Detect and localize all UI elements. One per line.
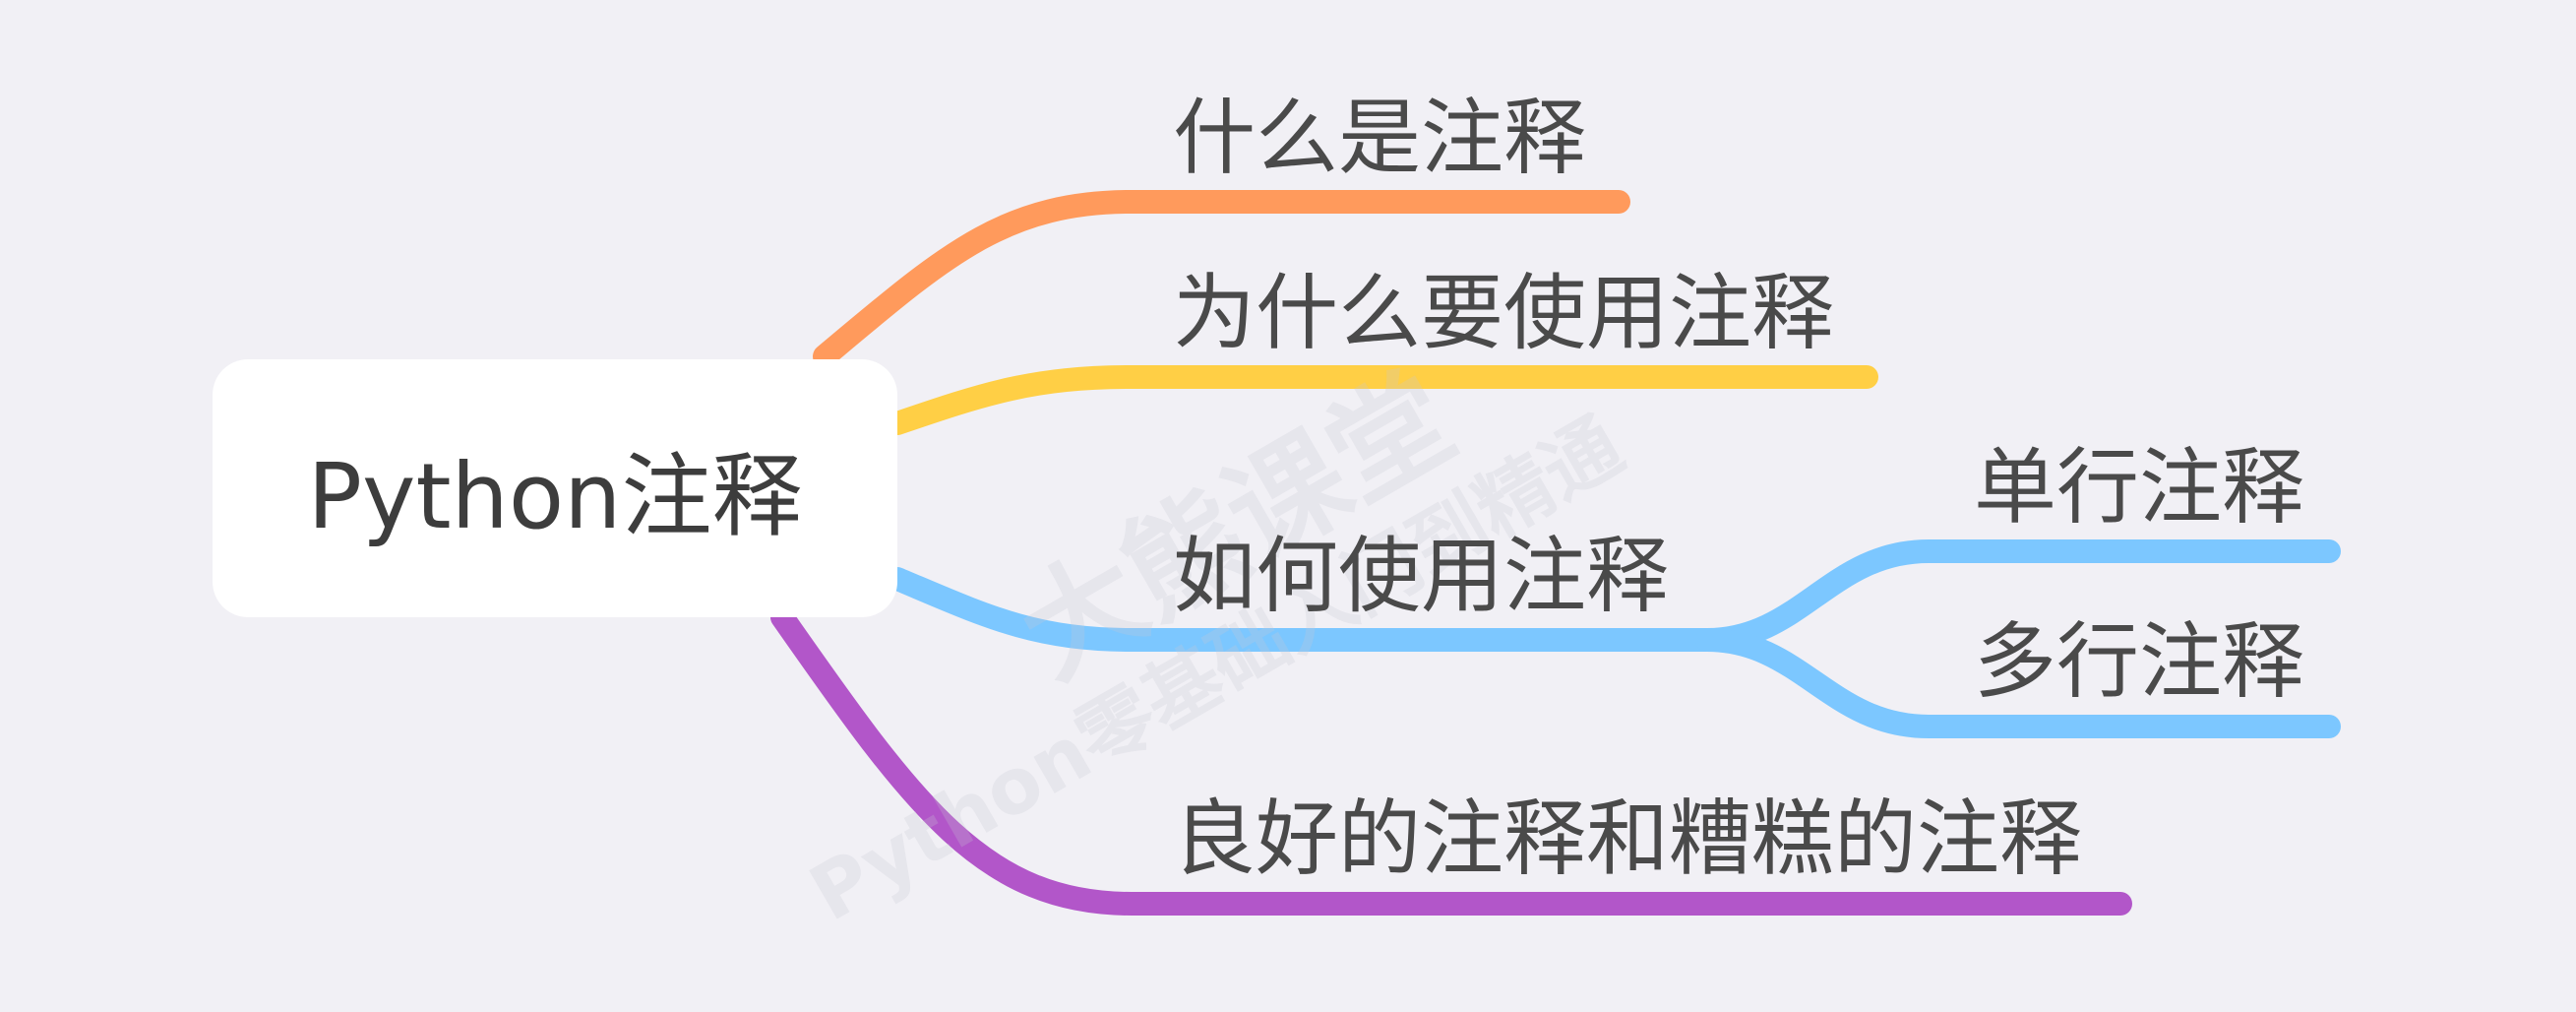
connector-multi-line-comment [1695, 628, 2341, 738]
root-node[interactable]: Python注释 [213, 359, 897, 617]
branch-label-what-is-comment[interactable]: 什么是注释 [1173, 90, 1587, 186]
root-label: Python注释 [307, 443, 803, 549]
branch-label-how-to-use-comment[interactable]: 如何使用注释 [1173, 528, 1670, 624]
branch-label-good-bad-comment[interactable]: 良好的注释和糟糕的注释 [1173, 791, 2083, 887]
connector-what-is-comment [813, 190, 1630, 368]
connector-why-use-comment [886, 365, 1878, 435]
branch-label-multi-line-comment[interactable]: 多行注释 [1974, 613, 2305, 710]
branch-label-why-use-comment[interactable]: 为什么要使用注释 [1173, 265, 1835, 361]
branch-label-single-line-comment[interactable]: 单行注释 [1974, 439, 2305, 536]
connector-how-to-use-comment [886, 567, 1719, 652]
connector-good-bad-comment [770, 605, 2132, 916]
